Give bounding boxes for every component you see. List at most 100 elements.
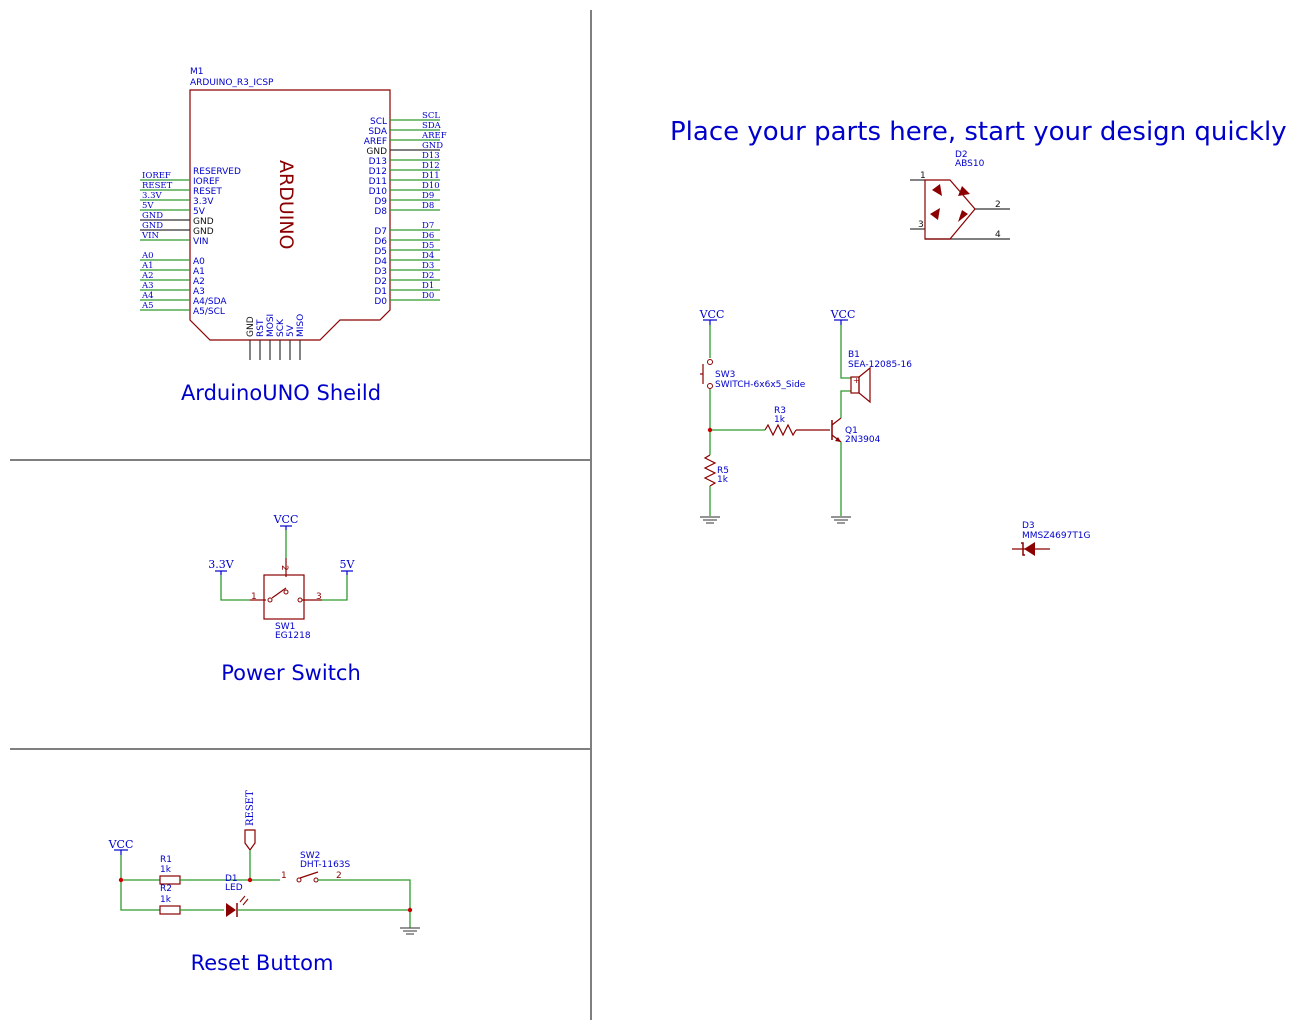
r1-value: 1k <box>160 865 172 875</box>
arduino-pin-label: D8 <box>374 207 387 217</box>
d2-pin1: 1 <box>920 171 926 181</box>
buzzer-vcc2: VCC <box>830 308 856 321</box>
reset-section-title: Reset Buttom <box>191 951 334 975</box>
sw2-pin1: 1 <box>281 871 287 881</box>
arduino-pin-label: RESERVED <box>193 167 241 177</box>
arduino-symbol[interactable]: M1 ARDUINO_R3_ICSP ARDUINO RESERVEDIOREF… <box>140 67 447 360</box>
arduino-pin-label: SDA <box>368 127 387 137</box>
d1-value: LED <box>225 883 243 893</box>
arduino-net-label: D3 <box>422 261 434 271</box>
arduino-pin-label: 5V <box>193 207 206 217</box>
arduino-net-label: D5 <box>422 241 434 251</box>
reset-net-label: RESET <box>245 790 256 826</box>
arduino-pin-label: D5 <box>374 247 387 257</box>
arduino-body-text: ARDUINO <box>275 160 297 250</box>
r2-body <box>159 905 181 915</box>
arduino-pin-label: D9 <box>374 197 387 207</box>
arduino-pin-label: 3.3V <box>193 197 214 207</box>
sw1-part: EG1218 <box>275 631 311 641</box>
arduino-pin-label: D12 <box>369 167 387 177</box>
r2-value: 1k <box>160 895 172 905</box>
r5-body <box>703 454 717 487</box>
arduino-pin-label: RESET <box>193 187 222 197</box>
arduino-net-label: D0 <box>422 291 434 301</box>
sw1-designator: SW1 <box>275 622 295 632</box>
arduino-pin-label: D4 <box>374 257 387 267</box>
r5-value: 1k <box>717 475 729 485</box>
arduino-pin-label: IOREF <box>193 177 220 187</box>
b1-plus: + <box>853 376 860 385</box>
b1-designator: B1 <box>848 350 860 360</box>
sw1-body <box>263 574 305 620</box>
arduino-net-label: 3.3V <box>142 191 163 201</box>
sw2-part: DHT-1163S <box>300 860 351 870</box>
sw3-part: SWITCH-6x6x5_Side <box>715 380 806 390</box>
sw1-pin3: 3 <box>316 592 322 602</box>
d2-pin3: 3 <box>918 220 924 230</box>
r1-designator: R1 <box>160 855 172 865</box>
arduino-net-label: VIN <box>141 231 159 241</box>
arduino-net-label: GND <box>142 211 163 221</box>
q1-designator: Q1 <box>845 426 858 436</box>
reset-vcc-label: VCC <box>108 838 134 851</box>
arduino-pin-label: D6 <box>374 237 387 247</box>
arduino-left-pins: RESERVEDIOREFRESET3.3V5VGNDGNDVINA0A1A2A… <box>140 167 241 317</box>
arduino-pin-label: D13 <box>369 157 387 167</box>
arduino-pin-label: GND <box>193 227 214 237</box>
r3-designator: R3 <box>774 406 786 416</box>
arduino-net-label: D1 <box>422 281 434 291</box>
arduino-net-label: A3 <box>141 281 154 291</box>
d3-part: MMSZ4697T1G <box>1022 531 1091 541</box>
d2-pin2: 2 <box>995 200 1001 210</box>
arduino-pin-label: A2 <box>193 277 205 287</box>
arduino-net-label: A4 <box>141 291 154 301</box>
arduino-pin-label: 5V <box>286 324 296 337</box>
arduino-net-label: A5 <box>141 301 154 311</box>
arduino-pin-label: A3 <box>193 287 205 297</box>
arduino-pin-label: AREF <box>364 137 387 147</box>
power-5v-label: 5V <box>340 558 356 571</box>
arduino-net-label: A1 <box>141 261 154 271</box>
arduino-net-label: D6 <box>422 231 434 241</box>
arduino-section-title: ArduinoUNO Sheild <box>181 381 381 405</box>
place-parts-text: Place your parts here, start your design… <box>670 117 1287 147</box>
d2-part: ABS10 <box>955 159 985 169</box>
arduino-pin-label: A5/SCL <box>193 307 225 317</box>
arduino-net-label: RESET <box>142 181 173 191</box>
arduino-net-label: A0 <box>141 251 154 261</box>
sw3-designator: SW3 <box>715 370 735 380</box>
sw2-designator: SW2 <box>300 851 320 861</box>
arduino-net-label: GND <box>142 221 163 231</box>
r3-body <box>764 423 797 437</box>
buzzer-circuit[interactable]: VCC SW3 SWITCH-6x6x5_Side R3 1k Q1 2N390… <box>699 308 913 524</box>
arduino-net-label: D9 <box>422 191 434 201</box>
arduino-body <box>189 89 391 341</box>
arduino-pin-label: D2 <box>374 277 387 287</box>
power-switch-circuit[interactable]: VCC 3.3V 5V 1 2 3 SW1 EG1218 <box>208 513 355 641</box>
power-3v3-label: 3.3V <box>208 558 234 571</box>
q1-part: 2N3904 <box>845 435 881 445</box>
bridge-rectifier[interactable]: D2 ABS10 1 2 3 4 <box>910 150 1010 240</box>
arduino-net-label: 5V <box>142 201 154 211</box>
arduino-pin-label: A4/SDA <box>193 297 227 307</box>
d3-designator: D3 <box>1022 521 1035 531</box>
arduino-net-label: SDA <box>422 121 442 131</box>
arduino-net-label: AREF <box>421 131 447 141</box>
arduino-pin-label: VIN <box>193 237 209 247</box>
arduino-pin-label: GND <box>366 147 387 157</box>
arduino-pin-label: D11 <box>369 177 387 187</box>
reset-net-flag <box>244 829 256 852</box>
arduino-net-label: D12 <box>422 161 440 171</box>
arduino-net-label: D2 <box>422 271 434 281</box>
reset-circuit[interactable]: VCC R1 1k R2 1k D1 LED RESET 1 2 SW2 DHT… <box>108 790 420 935</box>
zener-d3[interactable]: D3 MMSZ4697T1G <box>1012 521 1091 556</box>
arduino-net-label: D7 <box>422 221 434 231</box>
arduino-net-label: SCL <box>422 111 440 121</box>
arduino-net-label: IOREF <box>142 171 171 181</box>
arduino-net-label: A2 <box>141 271 154 281</box>
arduino-net-label: D11 <box>422 171 440 181</box>
sw2-pin2: 2 <box>336 871 342 881</box>
arduino-pin-label: A0 <box>193 257 205 267</box>
r5-designator: R5 <box>717 466 729 476</box>
